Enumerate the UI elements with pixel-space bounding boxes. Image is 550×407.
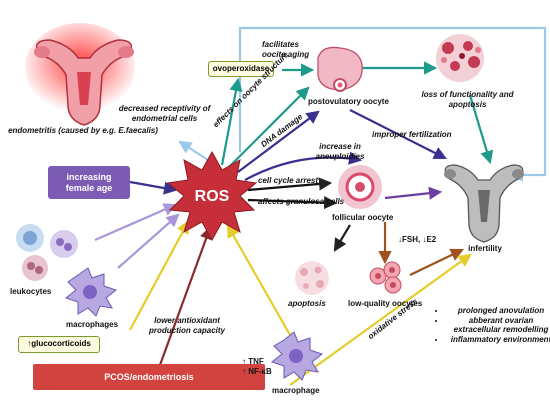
arrow-macrophage-ros <box>226 224 291 336</box>
infertility-label: infertility <box>468 244 502 253</box>
pcos-endometriosis-box: PCOS/endometriosis <box>33 364 265 390</box>
pcos-effect-item: prolonged anovulation <box>446 306 550 316</box>
ros-label: ROS <box>195 188 230 205</box>
arrow-ros-ovoperoxidase <box>220 77 243 166</box>
arrow-follicular-apoptosis <box>333 224 351 252</box>
infertility-uterus-icon <box>444 164 524 243</box>
facilitates-aging-label: facilitates oocite aging <box>262 40 310 59</box>
arrow-postovulatory-infertility <box>349 109 447 159</box>
endometritis-label: endometritis (caused by e.g. E.faecalis) <box>8 126 158 135</box>
follicular-oocyte-icon <box>338 165 382 209</box>
macrophage-label: macrophage <box>272 386 320 395</box>
uterus-illustration <box>25 23 135 126</box>
arrow-ros-structure <box>227 86 310 169</box>
increase-aneuploidies-label: increase in aneuploidies <box>315 142 365 161</box>
follicular-oocyte-label: follicular oocyte <box>332 213 394 222</box>
macrophages-icon <box>64 267 118 317</box>
pcos-endometriosis-label: PCOS/endometriosis <box>104 372 194 382</box>
ovoperoxidase-label: ovoperoxidase <box>212 64 270 73</box>
improper-fertilization-label: improper fertilization <box>372 130 452 139</box>
ovoperoxidase-box: ovoperoxidase <box>208 61 274 77</box>
postovulatory-oocyte-icon <box>317 46 363 92</box>
tnf-nfkb-label: ↑ TNF ↑ NF-κB <box>242 357 272 376</box>
arrow-ros-dna <box>237 110 320 173</box>
pcos-effect-item: inflammatory environment <box>446 335 550 345</box>
postovulatory-oocyte-label: postovulatory oocyte <box>308 97 389 106</box>
arrow-ros-granulosa <box>247 196 338 210</box>
cell-cycle-arrest-label: cell cycle arrest <box>258 176 319 185</box>
arrow-follicular-infertility <box>384 186 443 200</box>
increasing-female-age-label: increasing female age <box>65 171 113 193</box>
loss-of-functionality-label: loss of functionality and apoptosis <box>421 90 514 109</box>
low-quality-oocytes-icon <box>369 261 402 294</box>
arrow-pcos-ros <box>158 225 213 366</box>
pcos-effect-item: abberant ovarian extracellular remodelli… <box>446 316 550 335</box>
macrophage-icon <box>270 331 324 381</box>
ros-burst: ROS <box>166 150 258 242</box>
arrow-leukocytes-ros <box>94 203 178 242</box>
granulosa-label: affects granulosa cells <box>258 197 345 206</box>
arrow-glucocorticoids-ros <box>129 220 190 331</box>
arrow-oxidative-infertility <box>289 253 472 386</box>
low-quality-oocytes-label: low-quality oocytes <box>348 299 423 308</box>
glucocorticoids-label: ↑glucocorticoids <box>27 339 91 348</box>
increasing-female-age-box: increasing female age <box>48 166 130 199</box>
arrow-lowquality-infertility <box>409 248 464 276</box>
arrow-loss-infertility <box>468 94 494 165</box>
apoptosis-icon <box>295 261 329 295</box>
lower-antioxidant-label: lower antioxidant production capacity <box>148 316 225 335</box>
arrow-ros-aneuploidies <box>244 151 363 181</box>
leukocytes-icon <box>16 224 78 281</box>
arrow-macrophages-ros <box>117 213 180 269</box>
leukocytes-label: leukocytes <box>10 287 52 296</box>
fsh-e2-label: ↓FSH, ↓E2 <box>398 235 437 244</box>
arrow-ros-endometrium <box>178 140 209 161</box>
glucocorticoids-box: ↑glucocorticoids <box>18 336 100 353</box>
decreased-receptivity-label: decreased receptivity of endometrial cel… <box>118 104 211 123</box>
pcos-effects-list: prolonged anovulation abberant ovarian e… <box>436 306 550 344</box>
apoptotic-cluster-icon <box>436 34 484 82</box>
arrow-age-ros <box>129 180 178 195</box>
apoptosis-label: apoptosis <box>288 299 326 308</box>
macrophages-label: macrophages <box>66 320 119 329</box>
arrow-ros-cellcycle <box>247 177 333 192</box>
arrows <box>94 26 547 386</box>
